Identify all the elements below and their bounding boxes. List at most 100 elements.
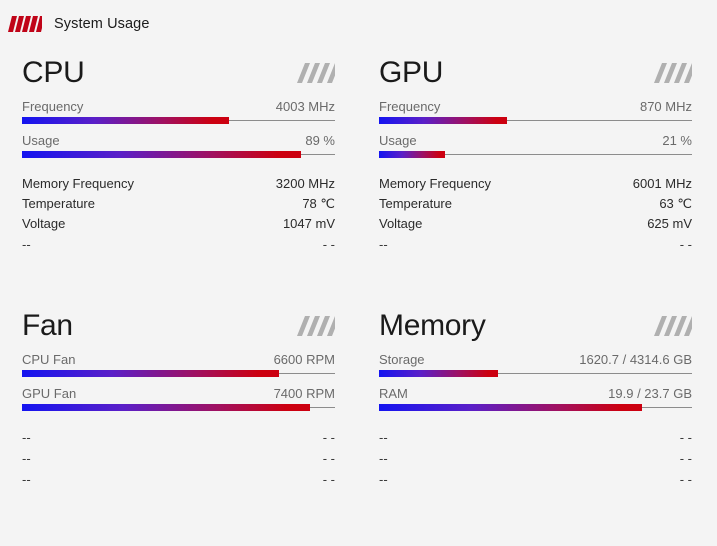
progress-bar-fill [22, 370, 279, 377]
detail-label: -- [22, 430, 31, 445]
detail-row: Temperature 63 ℃ [379, 194, 692, 214]
progress-bar [22, 370, 335, 377]
progress-bar [379, 370, 692, 377]
diagonal-stripes-icon [297, 316, 335, 336]
metric-memory-0: Storage 1620.7 / 4314.6 GB [379, 352, 692, 377]
progress-bar-track [379, 373, 692, 375]
metric-row: Usage 89 % [22, 133, 335, 151]
progress-bar-fill [379, 117, 508, 124]
panel-header-cpu: CPU [22, 40, 335, 90]
detail-label: -- [379, 237, 388, 252]
detail-value: 625 mV [647, 216, 692, 231]
progress-bar [379, 117, 692, 124]
detail-value: - - [322, 472, 335, 487]
progress-bar-track [379, 154, 692, 156]
detail-label: -- [22, 472, 31, 487]
diagonal-stripes-icon [654, 63, 692, 83]
panel-title-memory: Memory [379, 309, 486, 342]
detail-row-empty: --- - [22, 234, 335, 255]
detail-value: 78 ℃ [302, 196, 335, 211]
metric-gpu-1: Usage 21 % [379, 133, 692, 158]
metric-value: 19.9 / 23.7 GB [608, 386, 692, 401]
panel-title-gpu: GPU [379, 56, 444, 89]
detail-label: Temperature [22, 196, 95, 211]
detail-label: -- [22, 237, 31, 252]
progress-bar [379, 151, 692, 158]
detail-value: - - [322, 430, 335, 445]
metric-label: CPU Fan [22, 352, 76, 367]
metric-fan-0: CPU Fan 6600 RPM [22, 352, 335, 377]
detail-value: 3200 MHz [275, 176, 335, 191]
detail-row-empty: -- - - [379, 234, 692, 255]
panel-header-fan: Fan [22, 293, 335, 343]
progress-bar [22, 151, 335, 158]
metric-label: Usage [379, 133, 417, 148]
panel-title-fan: Fan [22, 309, 73, 342]
progress-bar-fill [22, 151, 301, 158]
metric-label: Usage [22, 133, 60, 148]
detail-label: Temperature [379, 196, 452, 211]
metric-fan-1: GPU Fan 7400 RPM [22, 386, 335, 411]
detail-value: - - [679, 237, 692, 252]
window-title: System Usage [54, 16, 150, 32]
detail-label: -- [379, 472, 388, 487]
metric-label: GPU Fan [22, 386, 77, 401]
detail-row-empty: -- - - [22, 427, 335, 448]
detail-value: - - [679, 451, 692, 466]
progress-bar-fill [379, 151, 445, 158]
detail-value: 63 ℃ [659, 196, 692, 211]
metric-value: 870 MHz [639, 99, 692, 114]
detail-value: 1047 mV [282, 216, 335, 231]
progress-bar [22, 404, 335, 411]
title-bar: System Usage [0, 0, 717, 48]
metric-label: Storage [379, 352, 425, 367]
detail-row-empty: --- - [379, 448, 692, 469]
panel-header-memory: Memory [379, 293, 692, 343]
metric-value: 6600 RPM [273, 352, 335, 367]
progress-bar [379, 404, 692, 411]
metric-value: 89 % [305, 133, 335, 148]
metric-value: 1620.7 / 4314.6 GB [579, 352, 692, 367]
detail-row-empty: -- - - [22, 469, 335, 490]
metric-row: Storage 1620.7 / 4314.6 GB [379, 352, 692, 370]
metric-memory-1: RAM 19.9 / 23.7 GB [379, 386, 692, 411]
metric-label: Frequency [22, 99, 84, 114]
diagonal-stripes-icon [654, 316, 692, 336]
detail-value: - - [322, 451, 335, 466]
red-striped-logo-icon [8, 16, 42, 32]
panel-header-gpu: GPU [379, 40, 692, 90]
detail-rows-memory: --- ---- ---- - [379, 427, 692, 490]
metric-row: GPU Fan 7400 RPM [22, 386, 335, 404]
progress-bar-fill [22, 404, 310, 411]
detail-row-empty: --- - [379, 427, 692, 448]
detail-row-empty: -- - - [22, 448, 335, 469]
detail-label: -- [379, 430, 388, 445]
detail-label: Voltage [379, 216, 423, 231]
detail-label: Memory Frequency [379, 176, 491, 191]
detail-value: 6001 MHz [632, 176, 692, 191]
detail-row: Temperature 78 ℃ [22, 194, 335, 214]
detail-row-empty: --- - [379, 469, 692, 490]
detail-row: Memory Frequency 6001 MHz [379, 174, 692, 194]
detail-label: -- [22, 451, 31, 466]
metric-cpu-1: Usage 89 % [22, 133, 335, 158]
progress-bar-fill [379, 404, 642, 411]
diagonal-stripes-icon [297, 63, 335, 83]
metric-value: 7400 RPM [273, 386, 335, 401]
metric-value: 21 % [662, 133, 692, 148]
detail-rows-fan: -- - - -- - - -- - - [22, 427, 335, 490]
metric-label: RAM [379, 386, 408, 401]
panel-title-cpu: CPU [22, 56, 85, 89]
progress-bar-fill [22, 117, 229, 124]
